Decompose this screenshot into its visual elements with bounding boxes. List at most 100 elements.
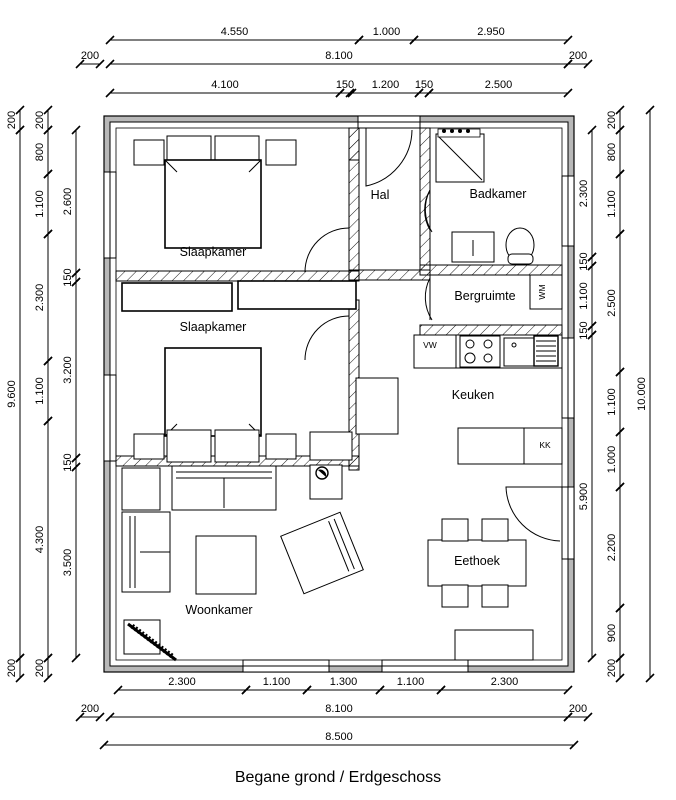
dim-top-3-tick-a-2 [347,88,357,98]
furniture-eethoek [427,518,534,661]
dim-top-2-label-1: 8.100 [325,50,353,62]
dim-top-3-label-4: 2.500 [485,79,513,91]
dim-bottom-3-tick-b-0 [569,740,579,750]
appliance-labels: WM VW KK [423,284,551,450]
furniture-bedroom-2 [133,347,353,463]
dim-right-middle-label-2: 1.100 [606,190,618,218]
dim-left-middle-tick-a-3 [43,229,53,239]
dim-left-inner-label-3: 150 [62,453,74,471]
nightstand-right-1 [265,139,297,166]
dim-top-1-tick-a-2 [409,35,419,45]
dining-chair-bottom-1 [441,584,469,608]
shower-head-dot-1 [442,129,446,133]
dining-chair-bottom-2 [481,584,509,608]
room-label-slaapkamer-2: Slaapkamer [180,320,247,334]
dim-top-2-tick-b-2 [583,59,593,69]
dim-top-2-tick-a-1 [105,59,115,69]
pillow-right-2 [214,429,260,463]
dim-top-3-label-1: 150 [336,79,354,91]
dim-bottom-2-tick-a-2 [563,712,573,722]
furniture-bedroom-1 [121,135,357,312]
dim-right-middle-tick-a-6 [615,482,625,492]
dim-right-outer-tick-a-0 [645,105,655,115]
room-label-eethoek: Eethoek [454,554,501,568]
furniture-hal [355,377,399,435]
dim-right-inner-tick-a-2 [587,261,597,271]
dim-right-inner-label-2: 1.100 [578,282,590,310]
dim-right-middle-label-7: 900 [606,624,618,642]
dim-right-middle-label-6: 2.200 [606,534,618,562]
dim-right-middle-tick-b-8 [615,673,625,683]
dim-bottom-1-label-2: 1.300 [330,676,358,688]
dim-right-outer-label-0: 10.000 [636,377,648,411]
dim-left-inner-label-1: 150 [62,268,74,286]
dim-top-3-label-0: 4.100 [211,79,239,91]
dim-top-3-tick-a-0 [105,88,115,98]
dim-right-inner-label-4: 5.900 [578,483,590,511]
dim-right-middle-label-0: 200 [606,111,618,129]
dim-right-middle-tick-a-1 [615,125,625,135]
armchair-rotated-detail-1 [328,521,350,572]
door-swing-badkamer-arc2 [424,189,433,233]
dim-left-middle-tick-a-2 [43,169,53,179]
dim-right-middle-label-8: 200 [606,659,618,677]
dim-bottom-2-label-0: 200 [81,703,99,715]
dining-chair-top-2 [481,518,509,542]
pillow-left-2 [166,429,212,463]
bed-corners-1 [164,159,262,173]
shower-head-dot-3 [458,129,462,133]
dim-right-outer-tick-b-0 [645,673,655,683]
dim-bottom-1-label-3: 1.100 [397,676,425,688]
dim-left-outer-tick-a-0 [15,105,25,115]
dim-left-inner-tick-a-0 [71,125,81,135]
dim-left-middle-tick-b-6 [43,673,53,683]
dim-bottom-1-tick-a-1 [241,685,251,695]
dim-left-inner-tick-a-2 [71,277,81,287]
bed-double-1 [164,159,262,249]
dim-left-middle-tick-a-4 [43,356,53,366]
dim-left-inner-tick-b-4 [71,653,81,663]
dim-right-inner-tick-b-4 [587,653,597,663]
plant-foliage [130,624,174,658]
cooktop [459,335,501,368]
room-label-keuken: Keuken [452,388,494,402]
dim-bottom-3-label-0: 8.500 [325,731,353,743]
dim-bottom-1-tick-a-2 [302,685,312,695]
dim-left-outer-tick-a-1 [15,125,25,135]
dim-right-middle-label-1: 800 [606,143,618,161]
room-label-woonkamer: Woonkamer [185,603,252,617]
dim-left-middle-label-5: 4.300 [34,526,46,554]
shower-diagonal [437,135,483,181]
wall-hal-badkamer [419,127,431,271]
dim-right-inner-label-1: 150 [578,252,590,270]
nightstand-right-2 [265,433,297,460]
dim-left-middle-label-6: 200 [34,659,46,677]
dim-bottom-1-label-0: 2.300 [168,676,196,688]
dim-right-middle-tick-a-7 [615,603,625,613]
wall-between-bedrooms [115,270,360,282]
dim-left-inner-label-2: 3.200 [62,356,74,384]
dim-right-inner-tick-a-3 [587,321,597,331]
wardrobe-1 [121,282,233,312]
armchair-rotated [280,511,364,595]
dim-top-1-label-1: 1.000 [373,26,401,38]
dim-bottom-1-tick-a-0 [113,685,123,695]
appliance-label-wasmachine: WM [537,284,547,299]
refrigerator [523,427,563,465]
dim-right-middle-tick-a-5 [615,427,625,437]
dim-bottom-1-tick-b-4 [563,685,573,695]
appliance-label-koelkast: KK [539,440,551,450]
appliance-label-vaatwasser: VW [423,340,437,350]
furniture-badkamer [435,128,535,265]
dim-top-3-tick-b-4 [563,88,573,98]
dishwasher [413,334,457,369]
shower-rail [437,128,481,138]
burner-1 [465,339,475,349]
wall-jamb-hal-top [348,127,360,161]
furniture-keuken [413,334,563,465]
bed-double-2 [164,347,262,437]
dim-top-1-tick-b-2 [563,35,573,45]
dim-top-3-label-3: 150 [415,79,433,91]
burner-3 [464,352,476,364]
